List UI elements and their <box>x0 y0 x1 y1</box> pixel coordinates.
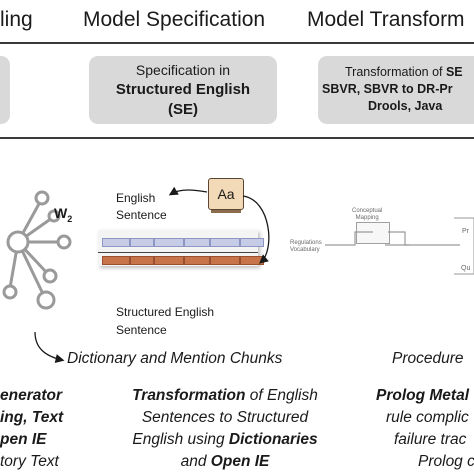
conceptual-line-2: Mapping <box>355 215 379 221</box>
dictionary-icon-base <box>211 210 241 213</box>
transform-line-1: Transformation of SE <box>345 64 474 81</box>
spec-line-1: Specification in <box>135 62 231 78</box>
bottom-left-line-4: tory Text <box>0 453 59 470</box>
bottom-left-line-2a: ing, <box>0 409 32 426</box>
english-chunk <box>154 238 184 247</box>
regulations-line-1: Regulations <box>290 240 322 246</box>
conceptual-mapping-label: Conceptual Mapping <box>352 208 382 222</box>
network-node-label: W2 <box>54 205 72 224</box>
column-header-fragment-left: ling <box>0 8 33 31</box>
node-label-sub: 2 <box>67 213 73 224</box>
spec-line-2: Structured English <box>115 81 251 98</box>
bottom-left-line-2b: Text <box>31 409 64 426</box>
bottom-right-text: Prolog Metal rule complic failure trac P… <box>376 385 474 473</box>
bottom-middle-line-2: Sentences to Structured <box>141 409 309 426</box>
caption-arrow <box>34 331 65 363</box>
network-node <box>47 209 61 223</box>
conceptual-mapping-links <box>325 217 474 275</box>
network-node <box>56 234 72 250</box>
structured-chunk <box>130 256 154 265</box>
bottom-middle-line-4a: and <box>180 453 211 470</box>
english-chunk <box>240 238 264 247</box>
structured-chunk <box>184 256 210 265</box>
dictionary-icon: Aa <box>208 178 244 210</box>
header-rule-bottom <box>0 137 474 139</box>
bottom-middle-line-3b: Dictionaries <box>228 431 318 448</box>
transform-line-3: Drools, Java <box>368 99 443 113</box>
bottom-right-line-3: failure trac <box>394 431 467 448</box>
specification-box: Specification in Structured English (SE) <box>89 56 277 124</box>
transform-line-1-bold: SE <box>445 65 463 79</box>
regulations-vocabulary-label: Regulations Vocabulary <box>290 240 322 254</box>
chunks-caption: Dictionary and Mention Chunks <box>67 350 283 367</box>
chunk-arrows <box>168 186 270 264</box>
structured-line-1: Structured English <box>116 305 215 319</box>
regulations-line-2: Vocabulary <box>290 247 320 253</box>
dictionary-icon-text: Aa <box>217 186 235 202</box>
column-header-model-specification: Model Specification <box>83 8 266 31</box>
structured-line-2: Sentence <box>116 323 167 337</box>
network-node <box>34 190 50 206</box>
network-node <box>36 290 56 310</box>
bottom-middle-line-4b: Open IE <box>210 453 270 470</box>
transform-line-1-prefix: Transformation of <box>345 65 446 79</box>
left-box-fragment <box>0 56 10 124</box>
structured-chunk <box>102 256 130 265</box>
english-chunk <box>130 238 154 247</box>
bottom-left-line-1: enerator <box>0 387 63 404</box>
bottom-right-line-4: Prolog c <box>418 453 474 470</box>
english-chunk <box>210 238 240 247</box>
procedure-pr-fragment: Pr <box>462 228 469 235</box>
procedure-qu-fragment: Qu <box>461 265 471 272</box>
dictionary-to-sentence-arrow <box>168 186 208 196</box>
bottom-middle-text: Transformation of English Sentences to S… <box>111 385 339 473</box>
bottom-middle-line-1a: Transformation <box>132 387 246 404</box>
chunk-divider <box>98 252 258 254</box>
transform-line-2: SBVR, SBVR to DR-Pr <box>322 82 453 96</box>
bottom-left-line-3: pen IE <box>0 431 47 448</box>
english-sentence-label: English Sentence <box>116 190 167 224</box>
english-sentence-line-2: Sentence <box>116 208 167 222</box>
bottom-left-text: enerator ing, Text pen IE tory Text <box>0 385 63 473</box>
network-hub-node <box>6 230 30 254</box>
chunk-row <box>98 236 264 265</box>
network-node <box>2 284 18 300</box>
bottom-right-line-1: Prolog Metal <box>376 387 470 404</box>
english-chunk <box>184 238 210 247</box>
conceptual-line-1: Conceptual <box>352 208 383 214</box>
column-header-model-transformation: Model Transform <box>307 8 465 31</box>
node-label-main: W <box>54 205 68 221</box>
header-rule-top <box>0 42 474 44</box>
structured-chunk <box>210 256 240 265</box>
structured-sentence-label: Structured English Sentence <box>116 303 214 339</box>
mapping-box <box>356 222 390 244</box>
bottom-right-line-2: rule complic <box>386 409 469 426</box>
network-node <box>42 268 58 284</box>
spec-line-3: (SE) <box>168 101 198 118</box>
english-sentence-line-1: English <box>116 191 156 205</box>
procedure-caption: Procedure <box>392 350 464 367</box>
bottom-middle-line-3a: English using <box>132 431 229 448</box>
dictionary-to-chunks-arrow <box>242 195 270 264</box>
bottom-middle-line-1b: of English <box>245 387 318 404</box>
english-chunk <box>102 238 130 247</box>
word-network-diagram <box>2 190 72 310</box>
structured-chunk <box>154 256 184 265</box>
transformation-box: Transformation of SE SBVR, SBVR to DR-Pr… <box>318 56 474 124</box>
